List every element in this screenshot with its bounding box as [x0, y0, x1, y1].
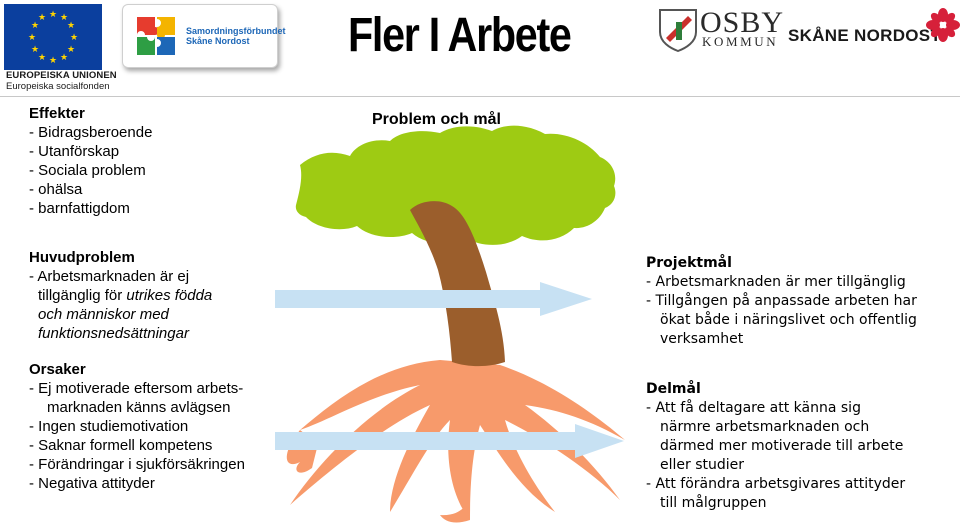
svg-text:★: ★ — [70, 33, 78, 43]
svg-text:★: ★ — [38, 53, 46, 63]
effekter-item: - Bidragsberoende — [29, 124, 153, 141]
huvudproblem-emphasis: funktionsnedsättningar — [38, 325, 189, 342]
projektmal-line: - Arbetsmarknaden är mer tillgänglig — [646, 274, 906, 290]
tree-crown — [295, 125, 616, 245]
orsaker-block: Orsaker - Ej motiverade eftersom arbets-… — [29, 360, 245, 493]
effekter-item: - barnfattigdom — [29, 200, 130, 217]
effekter-item: - Utanförskap — [29, 143, 120, 160]
effekter-heading: Effekter — [29, 105, 85, 122]
root-bottom-curl — [440, 505, 470, 523]
delmal-line: - Att få deltagare att känna sig — [646, 400, 861, 416]
huvudproblem-line: tillgänglig för utrikes födda — [29, 286, 212, 305]
samordning-logo-card — [122, 4, 278, 68]
delmal-heading: Delmål — [646, 381, 701, 397]
eu-caption-line2: Europeiska socialfonden — [6, 81, 110, 92]
delmal-line: därmed mer motiverade till arbete — [660, 438, 904, 454]
orsaker-line: - Ingen studiemotivation — [29, 418, 189, 435]
arrow-upper — [275, 282, 592, 316]
svg-text:★: ★ — [31, 21, 39, 31]
huvudproblem-line: funktionsnedsättningar — [29, 324, 212, 343]
osby-name: OSBY — [700, 6, 785, 39]
skane-nordost-name: SKÅNE NORDOST — [788, 26, 942, 45]
osby-sub: KOMMUN — [702, 34, 779, 49]
huvudproblem-block: Huvudproblem - Arbetsmarknaden är ej til… — [29, 248, 212, 343]
svg-text:★: ★ — [49, 56, 57, 66]
huvudproblem-heading: Huvudproblem — [29, 249, 135, 266]
effekter-item: - Sociala problem — [29, 162, 146, 179]
svg-text:★: ★ — [60, 13, 68, 23]
osby-crest-icon — [659, 9, 697, 52]
diagram-title: Problem och mål — [372, 111, 501, 128]
huvudproblem-line-part: tillgänglig för — [38, 287, 127, 304]
orsaker-line: - Negativa attityder — [29, 475, 155, 492]
huvudproblem-line: och människor med — [29, 305, 212, 324]
tree-trunk — [410, 201, 505, 367]
samordning-line2: Skåne Nordost — [186, 36, 250, 46]
effekter-item: - ohälsa — [29, 181, 83, 198]
skane-flower-icon — [926, 8, 960, 42]
projektmal-block: Projektmål - Arbetsmarknaden är mer till… — [646, 254, 917, 349]
huvudproblem-line: - Arbetsmarknaden är ej — [29, 268, 190, 285]
huvudproblem-emphasis: och människor med — [38, 306, 169, 323]
huvudproblem-emphasis: utrikes födda — [126, 287, 213, 304]
page-title: Fler I Arbete — [348, 9, 572, 62]
svg-text:★: ★ — [67, 45, 75, 55]
projektmal-line: ökat både i näringslivet och offentlig — [660, 312, 917, 328]
header-divider — [0, 96, 960, 97]
delmal-line: - Att förändra arbetsgivares attityder — [646, 476, 906, 492]
projektmal-line: - Tillgången på anpassade arbeten har — [646, 293, 917, 309]
delmal-line: eller studier — [660, 457, 745, 473]
svg-text:★: ★ — [60, 53, 68, 63]
effekter-block: Effekter - Bidragsberoende - Utanförskap… — [29, 104, 152, 218]
svg-text:★: ★ — [67, 21, 75, 31]
delmal-line: närmre arbetsmarknaden och — [660, 419, 870, 435]
samordning-puzzle-icon — [137, 17, 175, 55]
eu-flag-icon: ★ ★ ★ ★ ★ ★ ★ ★ ★ ★ ★ ★ — [4, 4, 102, 70]
samordning-text: Samordningsförbundet Skåne Nordost — [186, 26, 286, 46]
samordning-line1: Samordningsförbundet — [186, 26, 286, 36]
svg-text:★: ★ — [31, 45, 39, 55]
orsaker-line: - Saknar formell kompetens — [29, 437, 213, 454]
orsaker-line: - Ej motiverade eftersom arbets- — [29, 380, 244, 397]
orsaker-heading: Orsaker — [29, 361, 86, 378]
eu-caption-line1: EUROPEISKA UNIONEN — [6, 70, 117, 81]
projektmal-line: verksamhet — [660, 331, 744, 347]
svg-text:★: ★ — [49, 10, 57, 20]
orsaker-line: marknaden känns avlägsen — [47, 399, 231, 416]
eu-caption: EUROPEISKA UNIONEN Europeiska socialfond… — [6, 70, 117, 92]
projektmal-heading: Projektmål — [646, 255, 732, 271]
delmal-line: till målgruppen — [660, 495, 767, 511]
delmal-block: Delmål - Att få deltagare att känna sig … — [646, 380, 905, 513]
eu-stars: ★ ★ ★ ★ ★ ★ ★ ★ ★ ★ ★ ★ — [28, 10, 78, 66]
arrow-lower — [275, 424, 624, 458]
svg-text:★: ★ — [28, 33, 36, 43]
svg-text:★: ★ — [38, 13, 46, 23]
orsaker-line: - Förändringar i sjukförsäkringen — [29, 456, 245, 473]
